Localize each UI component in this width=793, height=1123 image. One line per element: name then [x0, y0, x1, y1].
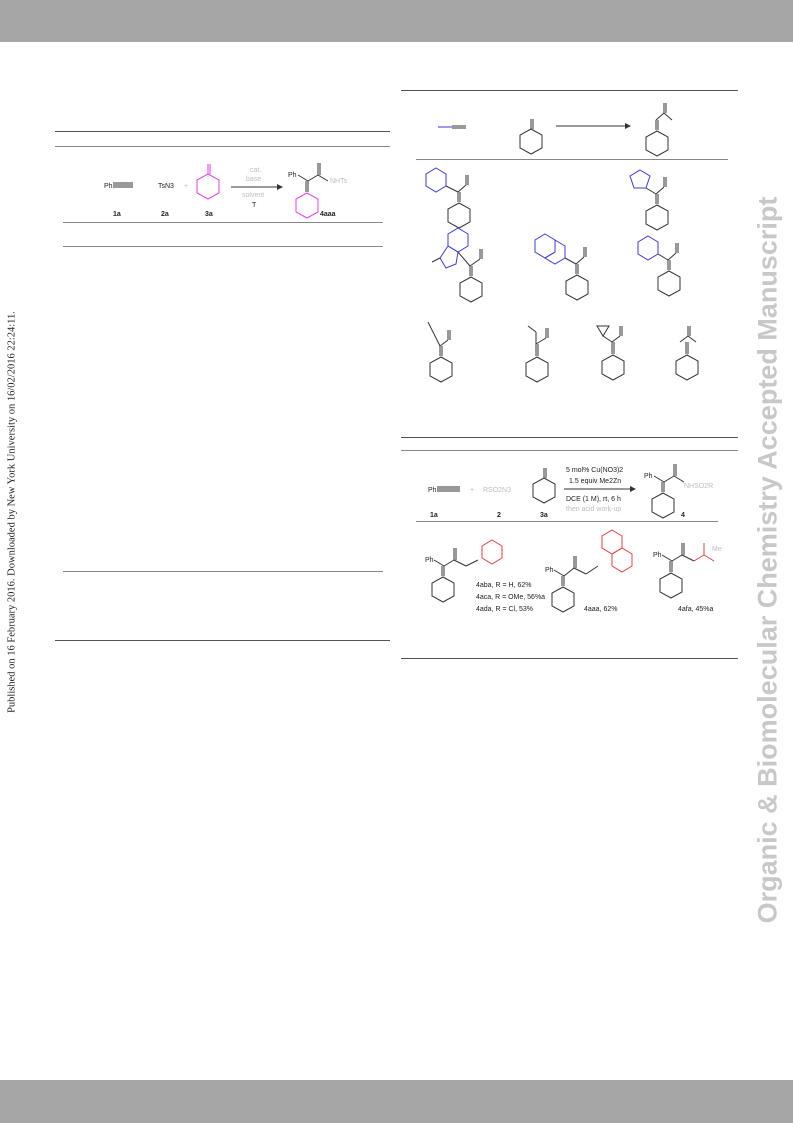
product-ph-label: Ph	[288, 172, 297, 179]
res2-ph: Ph	[545, 567, 554, 574]
scheme-rule-4	[401, 450, 738, 451]
rb-product-ph: Ph	[644, 473, 653, 480]
condition-temp: T	[252, 202, 257, 209]
product-nhts-label: NHTs	[330, 178, 348, 185]
rb-label-1a: 1a	[430, 512, 438, 519]
table-rule-top	[55, 131, 390, 132]
left-reaction: Ph TsN3 + cat. base solvent T Ph NHTs 1a…	[104, 163, 348, 219]
rb-product-nhso2r: NHSO2R	[684, 483, 713, 490]
table-rule-bottom	[55, 640, 390, 641]
table-rule-5	[63, 571, 383, 572]
result-4aca: 4aca, R = OMe, 56%a	[476, 594, 545, 601]
table-rule-4	[63, 246, 383, 247]
right-top-reaction	[438, 103, 673, 157]
condition-cat: cat.	[250, 167, 261, 174]
scheme-rule-5	[416, 521, 718, 522]
rb-cond-solvent: DCE (1 M), rt, 6 h	[566, 496, 621, 503]
label-1a: 1a	[113, 211, 121, 218]
plus-sign: +	[184, 183, 188, 190]
label-4aaa: 4aaa	[320, 211, 336, 218]
header-bar	[0, 0, 793, 42]
condition-solvent: solvent	[242, 192, 264, 199]
result-4ada: 4ada, R = Cl, 53%	[476, 606, 533, 613]
footer-bar	[0, 1080, 793, 1123]
result-4aaa: 4aaa, 62%	[584, 606, 617, 613]
scheme-rule-2	[416, 159, 728, 160]
res3-ph: Ph	[653, 552, 662, 559]
scheme-rule-top	[401, 90, 738, 91]
rb-label-3a: 3a	[540, 512, 548, 519]
rb-reactant-ph: Ph	[428, 487, 437, 494]
res3-me: Me	[712, 546, 722, 553]
table-rule-2	[55, 146, 390, 147]
reactant-ph-label: Ph	[104, 183, 113, 190]
results-products: Ph 4aba, R = H, 62% 4aca, R = OMe, 56%a …	[425, 529, 722, 613]
condition-base: base	[246, 176, 261, 183]
label-2a: 2a	[161, 211, 169, 218]
result-4aba: 4aba, R = H, 62%	[476, 582, 531, 589]
rb-cond-workup: then acid work-up	[566, 506, 621, 513]
table-rule-3	[63, 222, 383, 223]
rb-label-4: 4	[681, 512, 685, 519]
rb-plus: +	[470, 487, 474, 494]
rb-cond-catalyst: 5 mol% Cu(NO3)2	[566, 467, 623, 474]
substrate-grid	[425, 167, 699, 383]
rb-label-2: 2	[497, 512, 501, 519]
scheme-rule-3	[401, 437, 738, 438]
res1-ph: Ph	[425, 557, 434, 564]
result-4afa: 4afa, 45%a	[678, 606, 714, 613]
reactant-azide-label: TsN3	[158, 183, 174, 190]
rb-sulfonyl-azide: RSO2N3	[483, 487, 511, 494]
scheme-rule-bottom	[401, 658, 738, 659]
label-3a: 3a	[205, 211, 213, 218]
rb-cond-additive: 1.5 equiv Me2Zn	[569, 478, 621, 485]
right-bottom-reaction: Ph + RSO2N3 5 mol% Cu(NO3)2 1.5 equiv Me…	[428, 464, 713, 519]
